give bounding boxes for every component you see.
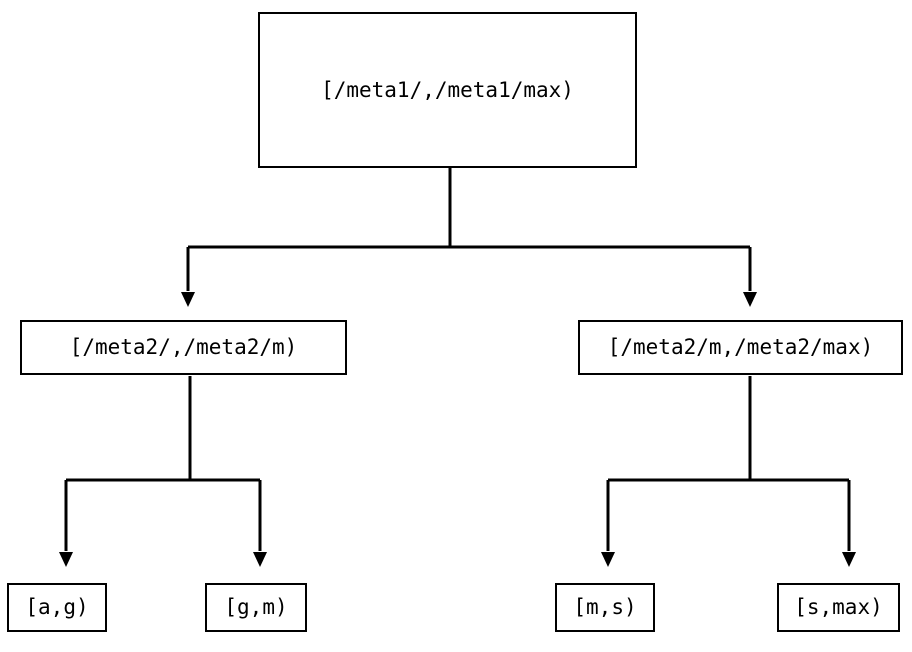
tree-node-leaf-ms: [m,s) bbox=[555, 583, 655, 632]
tree-node-mid-left-label: [/meta2/,/meta2/m) bbox=[69, 335, 298, 359]
tree-node-leaf-ag-label: [a,g) bbox=[25, 595, 89, 619]
tree-node-leaf-ag: [a,g) bbox=[7, 583, 107, 632]
tree-node-leaf-smax-label: [s,max) bbox=[794, 595, 883, 619]
arrowhead-to-leaf-ms bbox=[601, 552, 615, 567]
tree-node-root: [/meta1/,/meta1/max) bbox=[258, 12, 637, 168]
tree-node-mid-right: [/meta2/m,/meta2/max) bbox=[578, 320, 903, 375]
tree-node-mid-right-label: [/meta2/m,/meta2/max) bbox=[607, 335, 874, 359]
arrowhead-to-mid-right bbox=[743, 292, 757, 307]
arrowhead-to-leaf-gm bbox=[253, 552, 267, 567]
arrowhead-to-mid-left bbox=[181, 292, 195, 307]
tree-node-leaf-ms-label: [m,s) bbox=[573, 595, 637, 619]
tree-node-leaf-gm: [g,m) bbox=[205, 583, 307, 632]
edge-root-to-mid-level bbox=[186, 168, 752, 291]
tree-node-root-label: [/meta1/,/meta1/max) bbox=[321, 77, 574, 102]
arrowhead-to-leaf-ag bbox=[59, 552, 73, 567]
edge-mid-right-to-leaves bbox=[606, 376, 851, 551]
arrowhead-to-leaf-smax bbox=[842, 552, 856, 567]
tree-node-mid-left: [/meta2/,/meta2/m) bbox=[20, 320, 347, 375]
tree-node-leaf-smax: [s,max) bbox=[777, 583, 900, 632]
edge-mid-left-to-leaves bbox=[64, 376, 262, 551]
tree-node-leaf-gm-label: [g,m) bbox=[224, 595, 288, 619]
